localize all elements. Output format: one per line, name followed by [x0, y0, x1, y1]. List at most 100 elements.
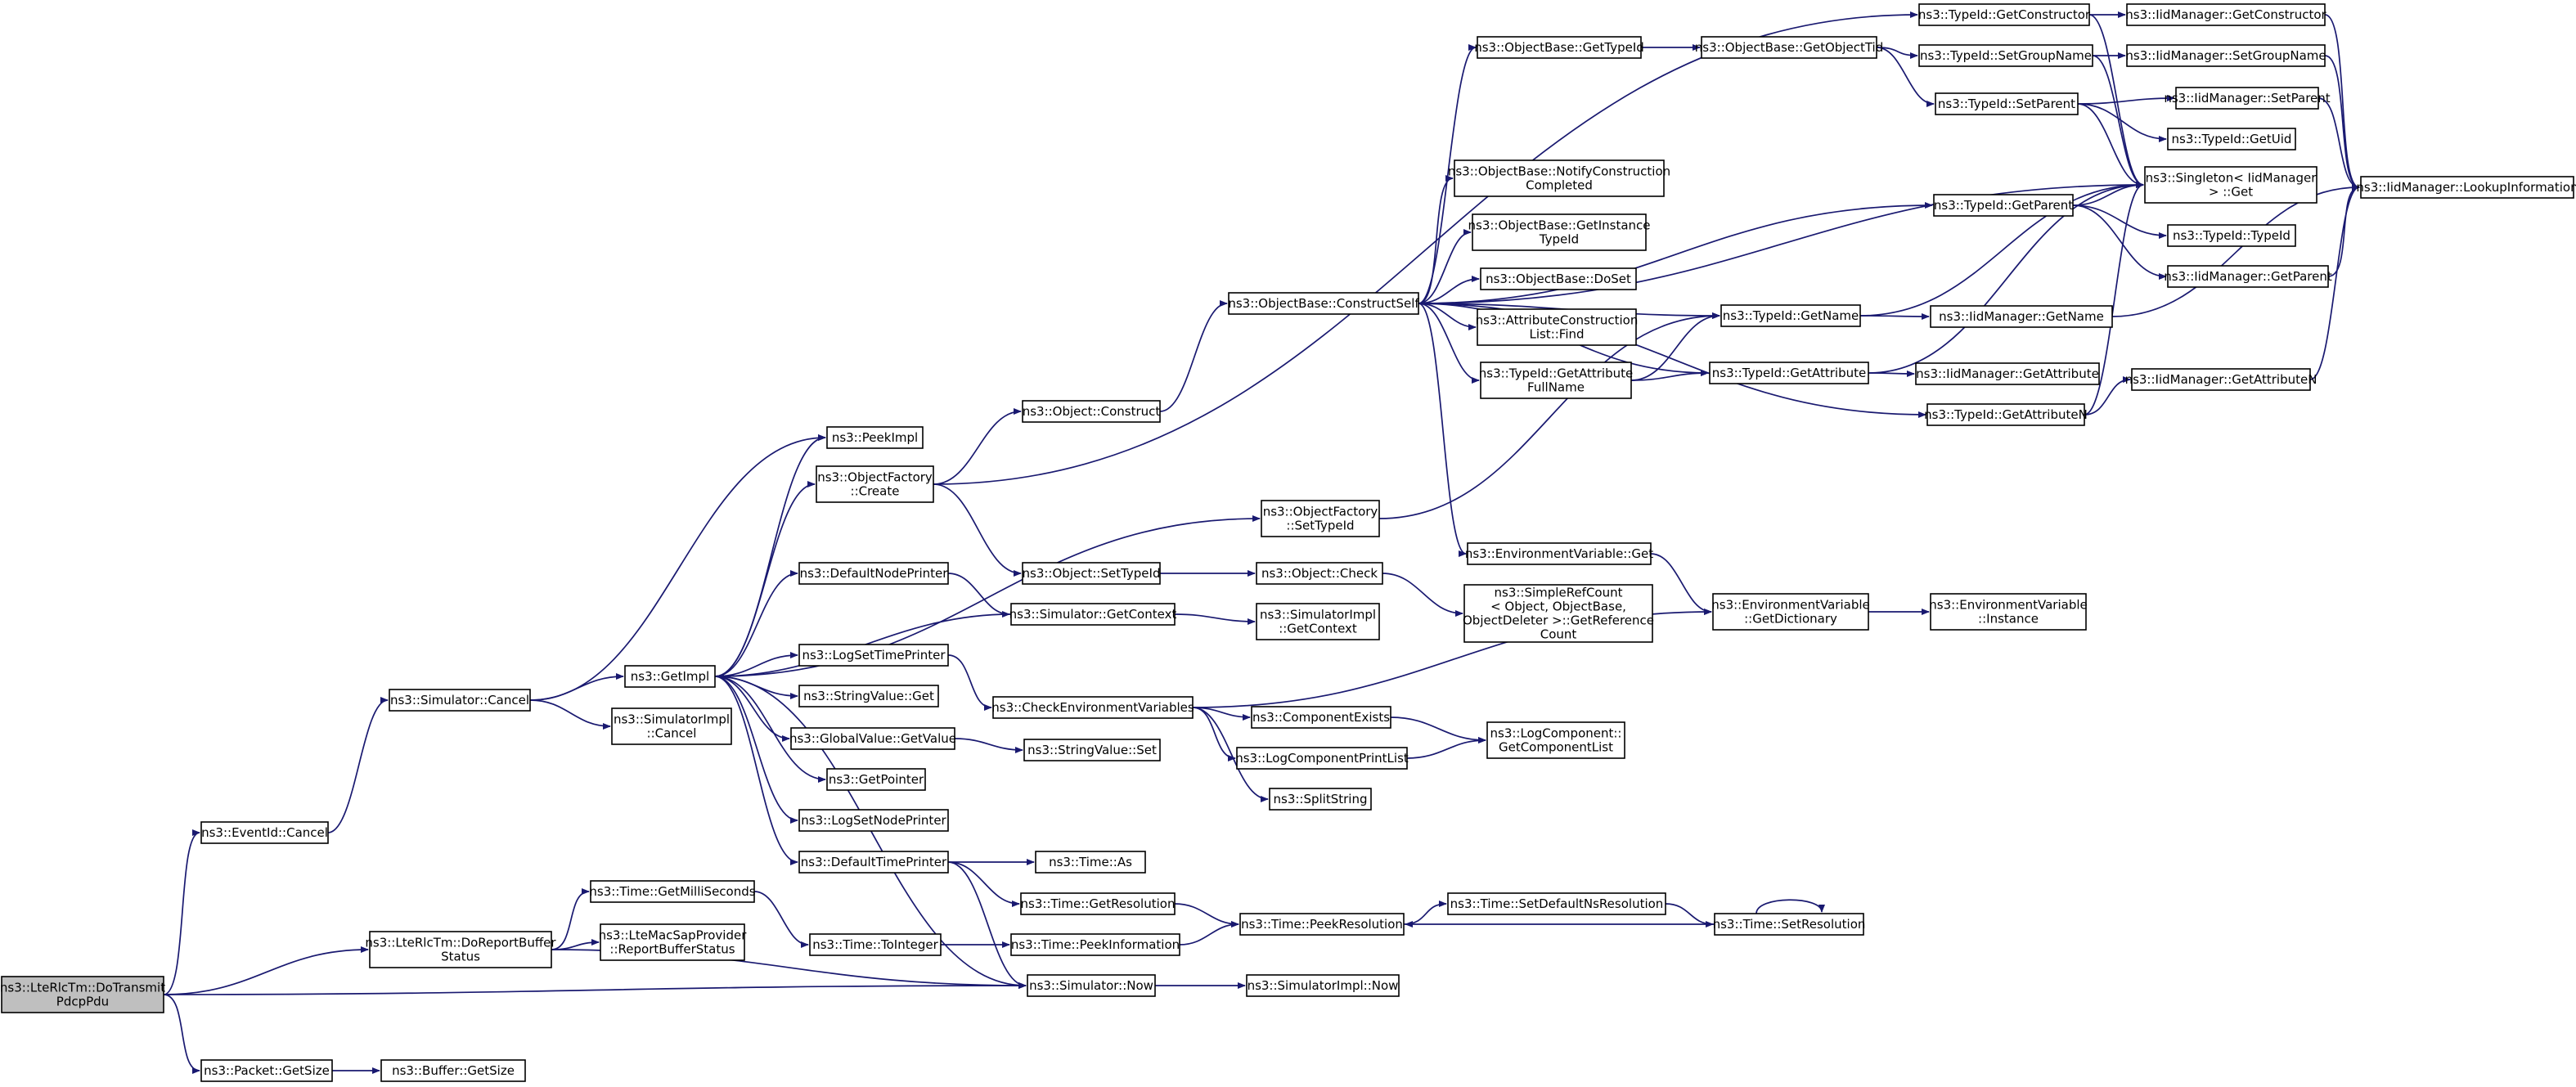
- node-peekimpl[interactable]: ns3::PeekImpl: [826, 426, 924, 449]
- node-simnow[interactable]: ns3::Simulator::Now: [1027, 974, 1156, 997]
- node-iidsetparent[interactable]: ns3::IidManager::SetParent: [2164, 87, 2331, 110]
- node-simimplgetctx[interactable]: ns3::SimulatorImpl::GetContext: [1256, 603, 1380, 640]
- node-box: [2167, 224, 2296, 247]
- node-label: ns3::ObjectBase::GetTypeId: [1474, 40, 1644, 55]
- edge-obgetobjtid-to-tidsetparent: [1876, 47, 1935, 107]
- node-logsetnodeprinter[interactable]: ns3::LogSetNodePrinter: [798, 809, 949, 832]
- node-label: ns3::ObjectBase::DoSet: [1486, 272, 1631, 286]
- node-logcompgetlist[interactable]: ns3::LogComponent::GetComponentList: [1486, 721, 1625, 759]
- node-timeas[interactable]: ns3::Time::As: [1035, 851, 1146, 874]
- node-envget[interactable]: ns3::EnvironmentVariable::Get: [1465, 542, 1653, 565]
- node-label: ns3::TypeId::SetParent: [1938, 97, 2075, 111]
- node-splitstring[interactable]: ns3::SplitString: [1269, 788, 1372, 811]
- node-iidgetparent[interactable]: ns3::IidManager::GetParent: [2164, 265, 2332, 288]
- node-simcancel[interactable]: ns3::Simulator::Cancel: [389, 689, 531, 712]
- node-simplerefcount[interactable]: ns3::SimpleRefCount< Object, ObjectBase,…: [1463, 584, 1654, 643]
- node-pktsize[interactable]: ns3::Packet::GetSize: [200, 1059, 333, 1082]
- node-box: [1027, 974, 1156, 997]
- node-getimpl[interactable]: ns3::GetImpl: [624, 665, 716, 688]
- node-tointeger[interactable]: ns3::Time::ToInteger: [809, 933, 942, 956]
- node-logcompprintlist[interactable]: ns3::LogComponentPrintList: [1235, 747, 1409, 770]
- node-getpointer[interactable]: ns3::GetPointer: [826, 768, 926, 791]
- node-iidgetattr[interactable]: ns3::IidManager::GetAttribute: [1915, 362, 2100, 385]
- edge-obconstructself-to-tidgetparent: [1418, 202, 1933, 304]
- node-box: [1930, 305, 2113, 328]
- node-label: ns3::Time::PeekInformation: [1011, 937, 1180, 952]
- node-tidsetparent[interactable]: ns3::TypeId::SetParent: [1935, 92, 2079, 115]
- node-obdoset[interactable]: ns3::ObjectBase::DoSet: [1480, 267, 1637, 290]
- node-defnodeprinter[interactable]: ns3::DefaultNodePrinter: [798, 562, 949, 585]
- edge-tidsetparent-to-tidgetuid: [2077, 103, 2167, 142]
- node-eventcancel[interactable]: ns3::EventId::Cancel: [200, 821, 329, 844]
- node-tidgetparent[interactable]: ns3::TypeId::GetParent: [1933, 194, 2074, 217]
- node-label: ns3::LogSetNodePrinter: [801, 813, 946, 828]
- edge-objcheck-to-simplerefcount: [1382, 573, 1463, 617]
- node-label: FullName: [1527, 380, 1585, 395]
- node-tidgetname[interactable]: ns3::TypeId::GetName: [1720, 304, 1861, 327]
- node-simgetctx[interactable]: ns3::Simulator::GetContext: [1009, 603, 1177, 626]
- node-peekinfo[interactable]: ns3::Time::PeekInformation: [1010, 933, 1180, 956]
- node-tidgetuid[interactable]: ns3::TypeId::GetUid: [2167, 128, 2296, 150]
- node-tidgetctor[interactable]: ns3::TypeId::GetConstructor: [1918, 3, 2091, 26]
- node-ofcreate[interactable]: ns3::ObjectFactory::Create: [816, 465, 934, 503]
- node-box: [1712, 593, 1869, 631]
- node-label: ns3::SimulatorImpl::Now: [1248, 978, 1399, 993]
- node-iidlookup[interactable]: ns3::IidManager::LookupInformation: [2356, 176, 2576, 199]
- node-obgetobjtid[interactable]: ns3::ObjectBase::GetObjectTid: [1695, 36, 1883, 59]
- node-box: [2167, 265, 2329, 288]
- node-bufsize[interactable]: ns3::Buffer::GetSize: [380, 1059, 526, 1082]
- node-tidgetattrn[interactable]: ns3::TypeId::GetAttributeN: [1924, 403, 2088, 426]
- node-singleton[interactable]: ns3::Singleton< IidManager> ::Get: [2144, 166, 2318, 204]
- edge-setres-to-setres: [1756, 899, 1825, 914]
- node-obconstructself[interactable]: ns3::ObjectBase::ConstructSelf: [1228, 292, 1419, 315]
- edge-peekinfo-to-peekres: [1179, 921, 1239, 946]
- node-checkenv[interactable]: ns3::CheckEnvironmentVariables: [991, 696, 1194, 719]
- node-objconstruct[interactable]: ns3::Object::Construct: [1022, 400, 1161, 423]
- node-iidgetattrn[interactable]: ns3::IidManager::GetAttributeN: [2125, 368, 2318, 391]
- node-objcheck[interactable]: ns3::Object::Check: [1256, 562, 1383, 585]
- node-setres[interactable]: ns3::Time::SetResolution: [1713, 913, 1866, 936]
- node-label: ns3::Time::PeekResolution: [1241, 917, 1403, 932]
- node-envinstance[interactable]: ns3::EnvironmentVariable::Instance: [1929, 593, 2088, 631]
- node-tidgetattr[interactable]: ns3::TypeId::GetAttribute: [1709, 362, 1869, 384]
- node-simimplnow[interactable]: ns3::SimulatorImpl::Now: [1246, 974, 1400, 997]
- node-box: [1930, 593, 2087, 631]
- edge-root-to-dorbs: [163, 946, 369, 995]
- node-iidgetname[interactable]: ns3::IidManager::GetName: [1930, 305, 2113, 328]
- node-box: [1020, 892, 1176, 915]
- node-getres[interactable]: ns3::Time::GetResolution: [1020, 892, 1176, 915]
- node-getms[interactable]: ns3::Time::GetMilliSeconds: [589, 880, 756, 903]
- node-setdefns[interactable]: ns3::Time::SetDefaultNsResolution: [1447, 892, 1666, 915]
- node-label: ns3::SimulatorImpl: [1260, 608, 1376, 622]
- edge-iidgetparent-to-iidlookup: [2327, 184, 2360, 277]
- node-label: ns3::CheckEnvironmentVariables: [991, 700, 1194, 715]
- node-iidsetgroup[interactable]: ns3::IidManager::SetGroupName: [2125, 44, 2326, 67]
- node-obgettypeid[interactable]: ns3::ObjectBase::GetTypeId: [1474, 36, 1644, 59]
- node-tidtypeid[interactable]: ns3::TypeId::TypeId: [2167, 224, 2296, 247]
- node-obnotify[interactable]: ns3::ObjectBase::NotifyConstructionCompl…: [1448, 159, 1670, 197]
- node-ofsettypeid[interactable]: ns3::ObjectFactory::SetTypeId: [1261, 500, 1380, 537]
- node-stringvalueget[interactable]: ns3::StringValue::Get: [798, 685, 939, 707]
- node-deftimeprinter[interactable]: ns3::DefaultTimePrinter: [798, 851, 949, 874]
- node-tidsetgroup[interactable]: ns3::TypeId::SetGroupName: [1918, 44, 2093, 67]
- node-iidgetctor[interactable]: ns3::IidManager::GetConstructor: [2125, 3, 2327, 26]
- node-simimplcancel[interactable]: ns3::SimulatorImpl::Cancel: [611, 707, 732, 745]
- node-peekres[interactable]: ns3::Time::PeekResolution: [1239, 913, 1405, 936]
- node-compexists[interactable]: ns3::ComponentExists: [1251, 706, 1391, 729]
- edge-getimpl-to-getpointer: [714, 676, 826, 783]
- node-globalvalueget[interactable]: ns3::GlobalValue::GetValue: [789, 727, 956, 750]
- node-objsettypeid[interactable]: ns3::Object::SetTypeId: [1022, 562, 1161, 585]
- node-stringvalueset[interactable]: ns3::StringValue::Set: [1023, 739, 1161, 761]
- node-label: ::Instance: [1978, 612, 2039, 627]
- node-logsettimeprinter[interactable]: ns3::LogSetTimePrinter: [798, 644, 949, 667]
- node-box: [600, 923, 745, 961]
- node-macsap[interactable]: ns3::LteMacSapProvider::ReportBufferStat…: [599, 923, 748, 961]
- node-envgetdict[interactable]: ns3::EnvironmentVariable::GetDictionary: [1711, 593, 1870, 631]
